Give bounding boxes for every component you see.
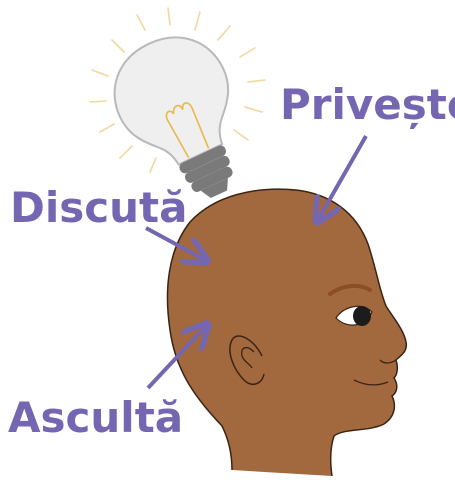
nose <box>379 359 397 364</box>
label-discuta: Discută <box>10 183 188 232</box>
bulb-glass <box>113 36 230 166</box>
light-rays <box>89 7 266 173</box>
arrow-asculta <box>146 326 206 390</box>
arrow-discuta <box>145 226 205 260</box>
label-priveste: Privește <box>280 80 455 129</box>
head-shape <box>166 188 408 477</box>
arrows <box>145 135 368 390</box>
label-asculta: Ascultă <box>8 393 184 442</box>
head-silhouette <box>166 188 408 477</box>
bulb-filament <box>165 102 210 159</box>
lightbulb-icon <box>113 36 233 199</box>
bulb-base <box>179 145 233 199</box>
eyebrow <box>328 283 372 296</box>
arrow-priveste <box>318 135 368 220</box>
ear <box>229 335 265 385</box>
ear-inner <box>240 347 255 369</box>
eye-pupil <box>353 306 371 326</box>
mouth <box>353 379 389 386</box>
